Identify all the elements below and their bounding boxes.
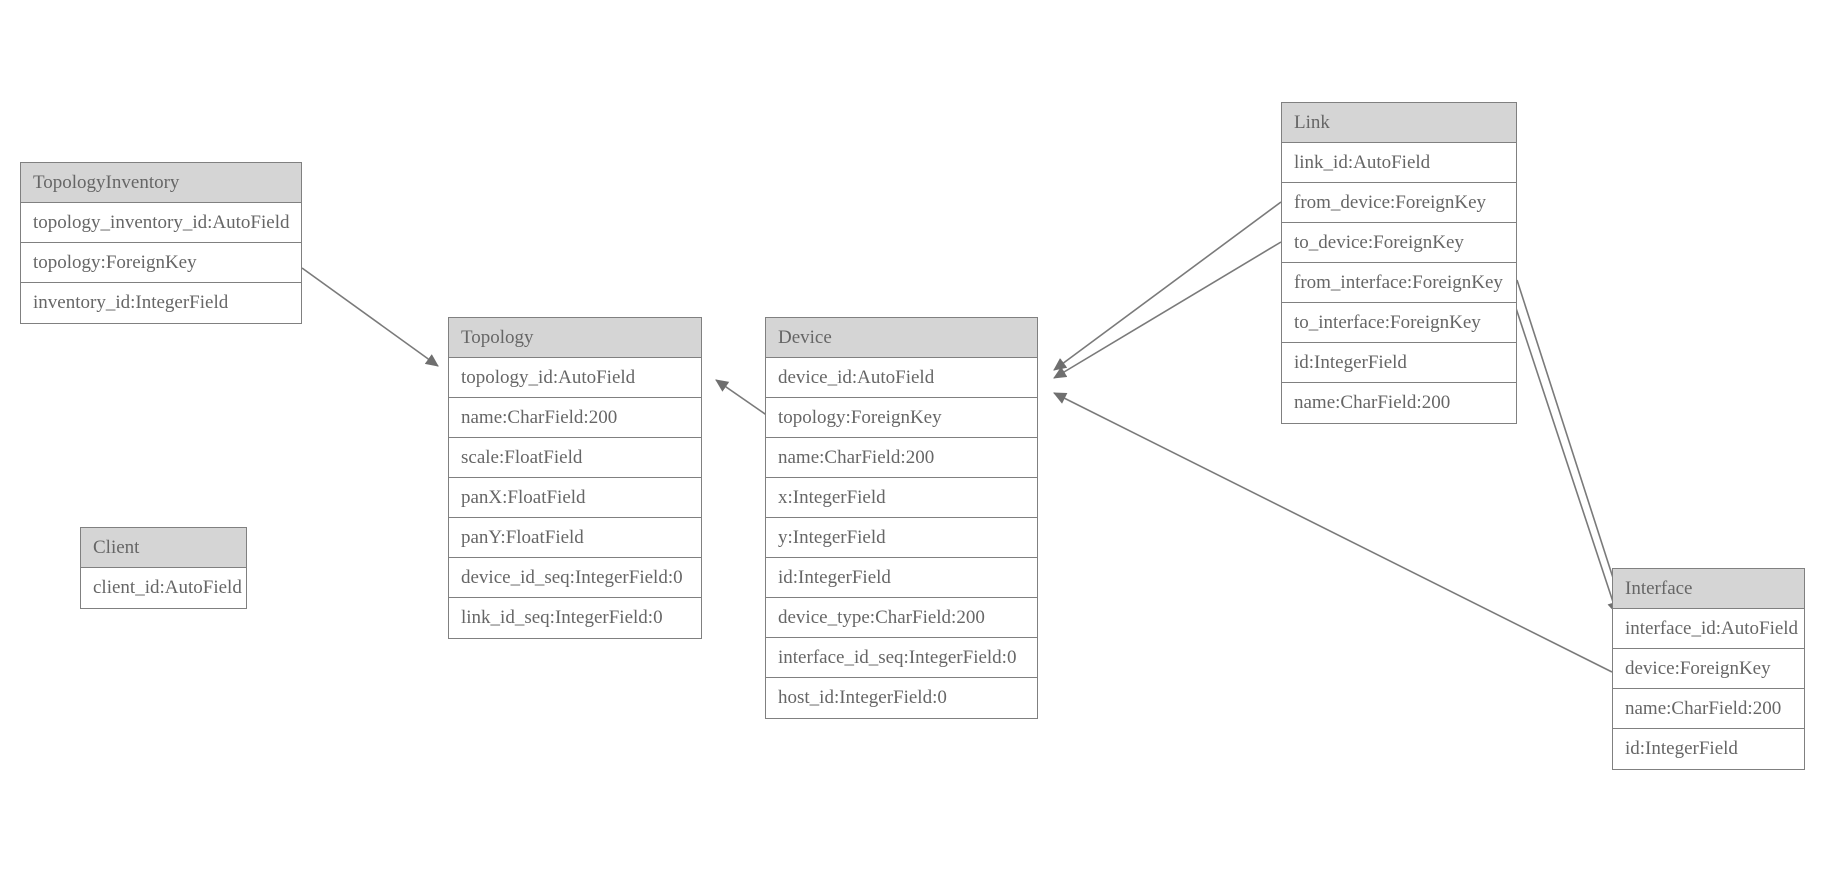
- entity-title-interface: Interface: [1613, 569, 1804, 609]
- entity-field: device_id:AutoField: [766, 358, 1037, 398]
- entity-field: inventory_id:IntegerField: [21, 283, 301, 323]
- entity-field: panY:FloatField: [449, 518, 701, 558]
- entity-field: name:CharField:200: [449, 398, 701, 438]
- entity-field: from_interface:ForeignKey: [1282, 263, 1516, 303]
- entity-field: id:IntegerField: [766, 558, 1037, 598]
- entity-field: id:IntegerField: [1282, 343, 1516, 383]
- edge-link-to-device: [1053, 241, 1282, 379]
- entity-field: topology:ForeignKey: [766, 398, 1037, 438]
- entity-title-topology: Topology: [449, 318, 701, 358]
- entity-field: name:CharField:200: [1613, 689, 1804, 729]
- entity-field: panX:FloatField: [449, 478, 701, 518]
- edge-link-from-interface: [1516, 279, 1627, 613]
- entity-field: topology:ForeignKey: [21, 243, 301, 283]
- entity-field: link_id:AutoField: [1282, 143, 1516, 183]
- entity-field: link_id_seq:IntegerField:0: [449, 598, 701, 638]
- edge-link-to-interface: [1510, 292, 1619, 615]
- entity-field: scale:FloatField: [449, 438, 701, 478]
- edge-interface-to-device: [1053, 392, 1613, 673]
- entity-field: name:CharField:200: [1282, 383, 1516, 423]
- entity-field: to_device:ForeignKey: [1282, 223, 1516, 263]
- entity-field: device_type:CharField:200: [766, 598, 1037, 638]
- entity-field: id:IntegerField: [1613, 729, 1804, 769]
- entity-field: topology_inventory_id:AutoField: [21, 203, 301, 243]
- entity-field: device_id_seq:IntegerField:0: [449, 558, 701, 598]
- edge-topologyinventory-to-topology: [301, 267, 439, 367]
- entity-field: name:CharField:200: [766, 438, 1037, 478]
- entity-title-client: Client: [81, 528, 246, 568]
- entity-field: client_id:AutoField: [81, 568, 246, 608]
- entity-field: y:IntegerField: [766, 518, 1037, 558]
- entity-field: interface_id_seq:IntegerField:0: [766, 638, 1037, 678]
- entity-title-device: Device: [766, 318, 1037, 358]
- edge-link-from-device: [1053, 201, 1282, 371]
- entity-field: x:IntegerField: [766, 478, 1037, 518]
- entity-field: to_interface:ForeignKey: [1282, 303, 1516, 343]
- entity-field: device:ForeignKey: [1613, 649, 1804, 689]
- entity-field: host_id:IntegerField:0: [766, 678, 1037, 718]
- entity-title-topologyinventory: TopologyInventory: [21, 163, 301, 203]
- entity-title-link: Link: [1282, 103, 1516, 143]
- entity-field: topology_id:AutoField: [449, 358, 701, 398]
- entity-field: interface_id:AutoField: [1613, 609, 1804, 649]
- edge-device-to-topology: [715, 379, 769, 417]
- entity-field: from_device:ForeignKey: [1282, 183, 1516, 223]
